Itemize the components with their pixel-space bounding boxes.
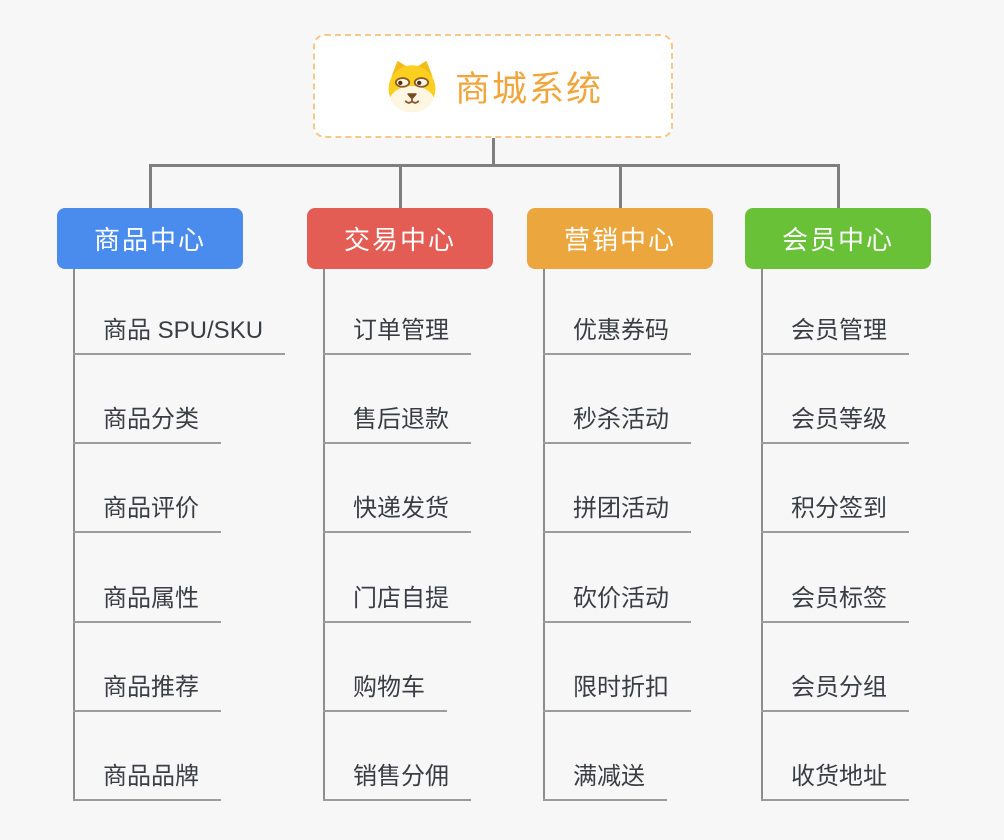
leaf-node[interactable]: 会员管理	[761, 317, 909, 355]
leaf-node[interactable]: 购物车	[323, 674, 447, 712]
leaf-node[interactable]: 会员等级	[761, 406, 909, 444]
leaf-node[interactable]: 销售分佣	[323, 763, 471, 801]
leaf-node[interactable]: 门店自提	[323, 585, 471, 623]
dog-face-icon	[388, 60, 436, 113]
leaf-node[interactable]: 商品评价	[73, 495, 221, 533]
root-title: 商城系统	[454, 69, 603, 109]
leaf-node[interactable]: 优惠券码	[543, 317, 691, 355]
branch-trunk-line	[323, 269, 325, 801]
leaf-node[interactable]: 订单管理	[323, 317, 471, 355]
leaf-node[interactable]: 砍价活动	[543, 585, 691, 623]
branch-trunk-line	[761, 269, 763, 801]
leaf-node[interactable]: 满减送	[543, 763, 667, 801]
leaf-node[interactable]: 拼团活动	[543, 495, 691, 533]
branch-header-1[interactable]: 交易中心	[307, 208, 493, 269]
root-node[interactable]: 商城系统	[313, 34, 673, 138]
connector-line	[148, 164, 840, 167]
leaf-node[interactable]: 商品 SPU/SKU	[73, 317, 286, 355]
connector-line	[492, 138, 495, 167]
leaf-node[interactable]: 会员分组	[761, 674, 909, 712]
connector-line	[148, 164, 152, 208]
leaf-node[interactable]: 商品分类	[73, 406, 221, 444]
leaf-node[interactable]: 售后退款	[323, 406, 471, 444]
branch-trunk-line	[73, 269, 75, 801]
leaf-node[interactable]: 限时折扣	[543, 674, 691, 712]
connector-line	[836, 164, 840, 208]
connector-line	[398, 164, 402, 208]
leaf-node[interactable]: 商品属性	[73, 585, 221, 623]
leaf-node[interactable]: 会员标签	[761, 585, 909, 623]
leaf-node[interactable]: 秒杀活动	[543, 406, 691, 444]
leaf-node[interactable]: 快递发货	[323, 495, 471, 533]
branch-trunk-line	[543, 269, 545, 801]
leaf-node[interactable]: 积分签到	[761, 495, 909, 533]
connector-line	[618, 164, 622, 208]
branch-header-3[interactable]: 会员中心	[745, 208, 931, 269]
leaf-node[interactable]: 商品品牌	[73, 763, 221, 801]
leaf-node[interactable]: 收货地址	[761, 763, 909, 801]
branch-header-2[interactable]: 营销中心	[527, 208, 713, 269]
leaf-node[interactable]: 商品推荐	[73, 674, 221, 712]
branch-header-0[interactable]: 商品中心	[57, 208, 243, 269]
